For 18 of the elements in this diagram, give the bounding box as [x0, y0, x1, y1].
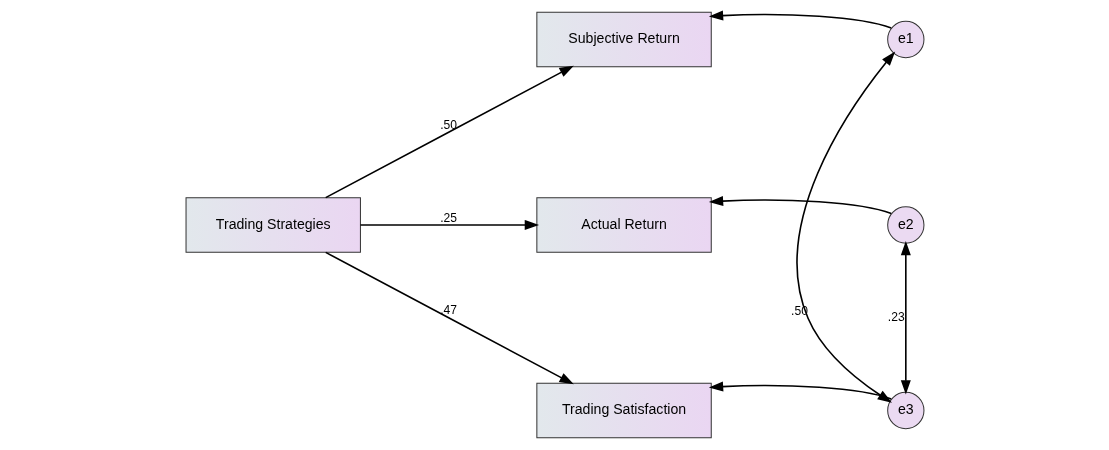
edge-label: .50 — [439, 117, 457, 132]
arrow — [324, 65, 574, 199]
arrow — [708, 10, 892, 29]
arrow — [324, 251, 574, 385]
arrow — [708, 196, 892, 215]
arrow — [708, 381, 892, 400]
node-box: Trading Strategies — [185, 197, 361, 253]
arrow — [359, 220, 539, 230]
node-box: Actual Return — [535, 197, 712, 253]
node-circle: e1 — [886, 20, 924, 59]
node-circle: e3 — [886, 391, 924, 430]
edge-label: .25 — [439, 210, 457, 225]
edge-label: .47 — [439, 303, 457, 318]
node-box: Trading Satisfaction — [535, 382, 712, 439]
node-box: Subjective Return — [535, 11, 712, 68]
edge-label: .23 — [887, 309, 905, 324]
node-circle: e2 — [886, 206, 924, 244]
arrow — [900, 240, 911, 395]
